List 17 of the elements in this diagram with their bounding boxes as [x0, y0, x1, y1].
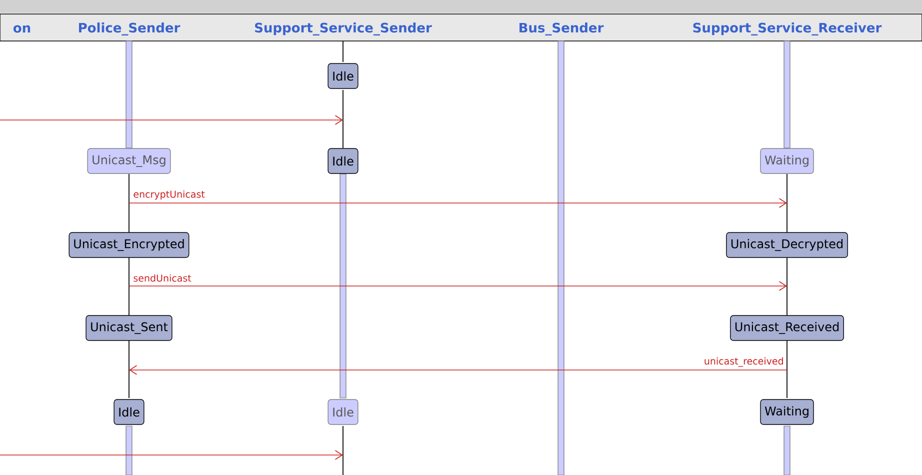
state-box: Unicast_Encrypted: [68, 232, 190, 258]
edge-label: encryptUnicast: [132, 189, 206, 201]
message-arrow: [128, 198, 787, 208]
state-box: Idle: [328, 63, 358, 89]
lifeline-header: Support_Service_Receiver: [693, 22, 882, 36]
state-box: Idle: [328, 399, 358, 425]
edge-label: unicast_received: [702, 356, 785, 368]
message-arrow: [0, 115, 343, 125]
state-box: Idle: [328, 148, 358, 174]
edge-label: sendUnicast: [132, 273, 192, 283]
lifeline-header: Support_Service_Sender: [255, 22, 432, 36]
lifeline-header: on: [13, 25, 30, 33]
message-arrow: [129, 365, 788, 375]
lifeline-header: Bus_Sender: [520, 22, 604, 36]
message-arrow: [0, 450, 343, 460]
message-arrow: [128, 281, 787, 291]
lifeline-header: Police_Sender: [79, 22, 180, 36]
